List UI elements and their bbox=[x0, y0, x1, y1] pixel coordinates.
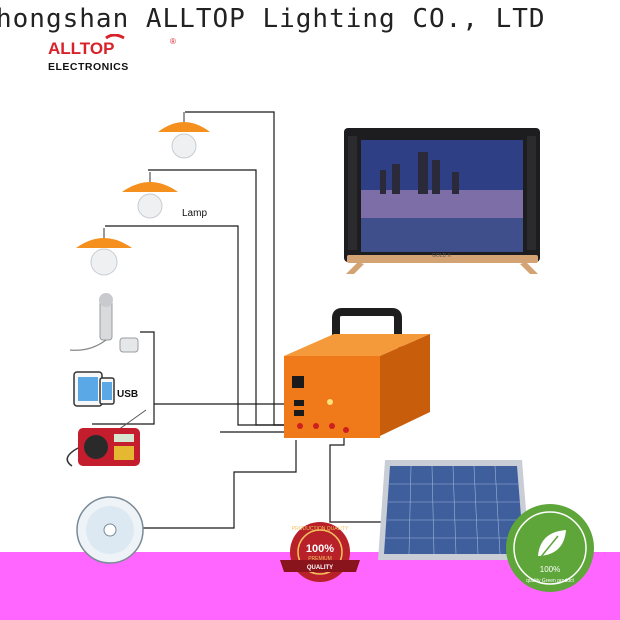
eco-percent: 100% bbox=[540, 565, 560, 574]
lamp-bottom bbox=[76, 228, 132, 276]
radio-icon bbox=[66, 409, 147, 467]
eco-text: quality Green product bbox=[526, 578, 574, 584]
seal-premium: PREMIUM bbox=[308, 556, 332, 562]
tv-icon bbox=[344, 128, 540, 274]
tv-brand-label: GOLD X bbox=[432, 253, 451, 259]
solar-panel-icon bbox=[378, 460, 530, 560]
flashlight-icon bbox=[69, 293, 139, 353]
lamp-middle bbox=[122, 172, 178, 219]
lamp-top bbox=[158, 112, 210, 159]
seal-percent: 100% bbox=[306, 543, 334, 555]
fan-icon bbox=[76, 496, 144, 564]
wiring bbox=[92, 111, 402, 529]
quality-seal-icon: PRODUCTION QUALITY 100% PREMIUM QUALITY bbox=[280, 522, 360, 582]
logo-registered: ® bbox=[170, 37, 176, 46]
eco-badge-icon: 100% quality Green product bbox=[506, 504, 594, 592]
seal-quality: QUALITY bbox=[307, 565, 333, 571]
alltop-logo: ALLTOP ® ELECTRONICS bbox=[48, 34, 176, 73]
phone-tablet-icon bbox=[73, 371, 115, 407]
company-banner: hongshan ALLTOP Lighting CO., LTD bbox=[0, 2, 620, 36]
usb-label: USB bbox=[117, 389, 139, 400]
logo-brand: ALLTOP bbox=[48, 39, 114, 58]
company-name: hongshan ALLTOP Lighting CO., LTD bbox=[0, 4, 546, 34]
solar-generator-box bbox=[284, 308, 430, 438]
logo-subtitle: ELECTRONICS bbox=[48, 61, 129, 73]
lamp-label: Lamp bbox=[182, 208, 208, 219]
seal-top-text: PRODUCTION QUALITY bbox=[292, 526, 349, 532]
